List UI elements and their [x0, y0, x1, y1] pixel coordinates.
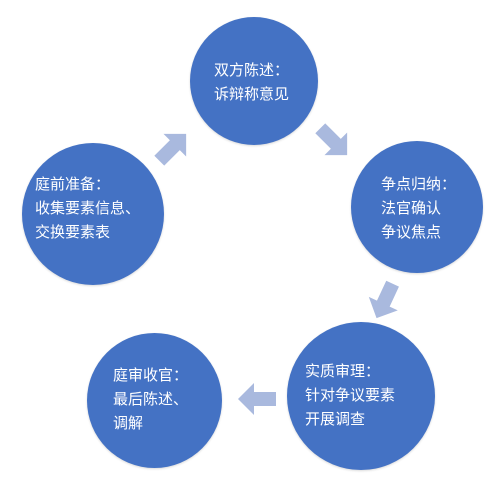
- node-bottom-left-line-3: 调解: [113, 414, 144, 432]
- node-right-line-2: 法官确认: [381, 199, 442, 217]
- node-bottom-right: [287, 322, 435, 470]
- arrow-left-to-top: [154, 133, 187, 166]
- node-bottom-right-line-2: 针对争议要素: [305, 386, 396, 404]
- node-right-text: 争点归纳： 法官确认 争议焦点: [381, 172, 456, 244]
- node-bottom-right-line-3: 开展调查: [305, 410, 366, 428]
- node-bottom-left-line-2: 最后陈述、: [113, 390, 189, 408]
- node-top: [190, 17, 318, 145]
- arrow-bottom-right-to-bottom-left: [238, 383, 276, 415]
- arrow-shape: [368, 280, 399, 319]
- node-left-line-1: 庭前准备：: [35, 175, 111, 193]
- node-left: [22, 143, 164, 285]
- node-bottom-right-line-1: 实质审理：: [305, 362, 381, 380]
- node-bottom-left-line-1: 庭审收官：: [113, 366, 189, 384]
- node-top-line-1: 双方陈述：: [214, 61, 290, 79]
- node-bottom-right-text: 实质审理： 针对争议要素 开展调查: [305, 359, 395, 431]
- node-top-line-2: 诉辩称意见: [214, 85, 290, 103]
- node-left-text: 庭前准备： 收集要素信息、 交换要素表: [35, 172, 140, 244]
- arrow-shape: [154, 133, 187, 166]
- node-top-text: 双方陈述： 诉辩称意见: [214, 58, 289, 106]
- node-right-line-1: 争点归纳：: [381, 175, 457, 193]
- node-bottom-left: [87, 333, 222, 468]
- node-right-line-3: 争议焦点: [381, 223, 442, 241]
- arrow-right-to-bottom-right: [368, 280, 399, 319]
- node-left-line-3: 交换要素表: [35, 223, 111, 241]
- node-right: [351, 141, 483, 273]
- arrow-top-to-right: [315, 123, 348, 156]
- arrow-shape: [238, 383, 276, 415]
- arrow-shape: [315, 123, 348, 156]
- node-left-line-2: 收集要素信息、: [35, 199, 141, 217]
- node-bottom-left-text: 庭审收官： 最后陈述、 调解: [113, 363, 188, 435]
